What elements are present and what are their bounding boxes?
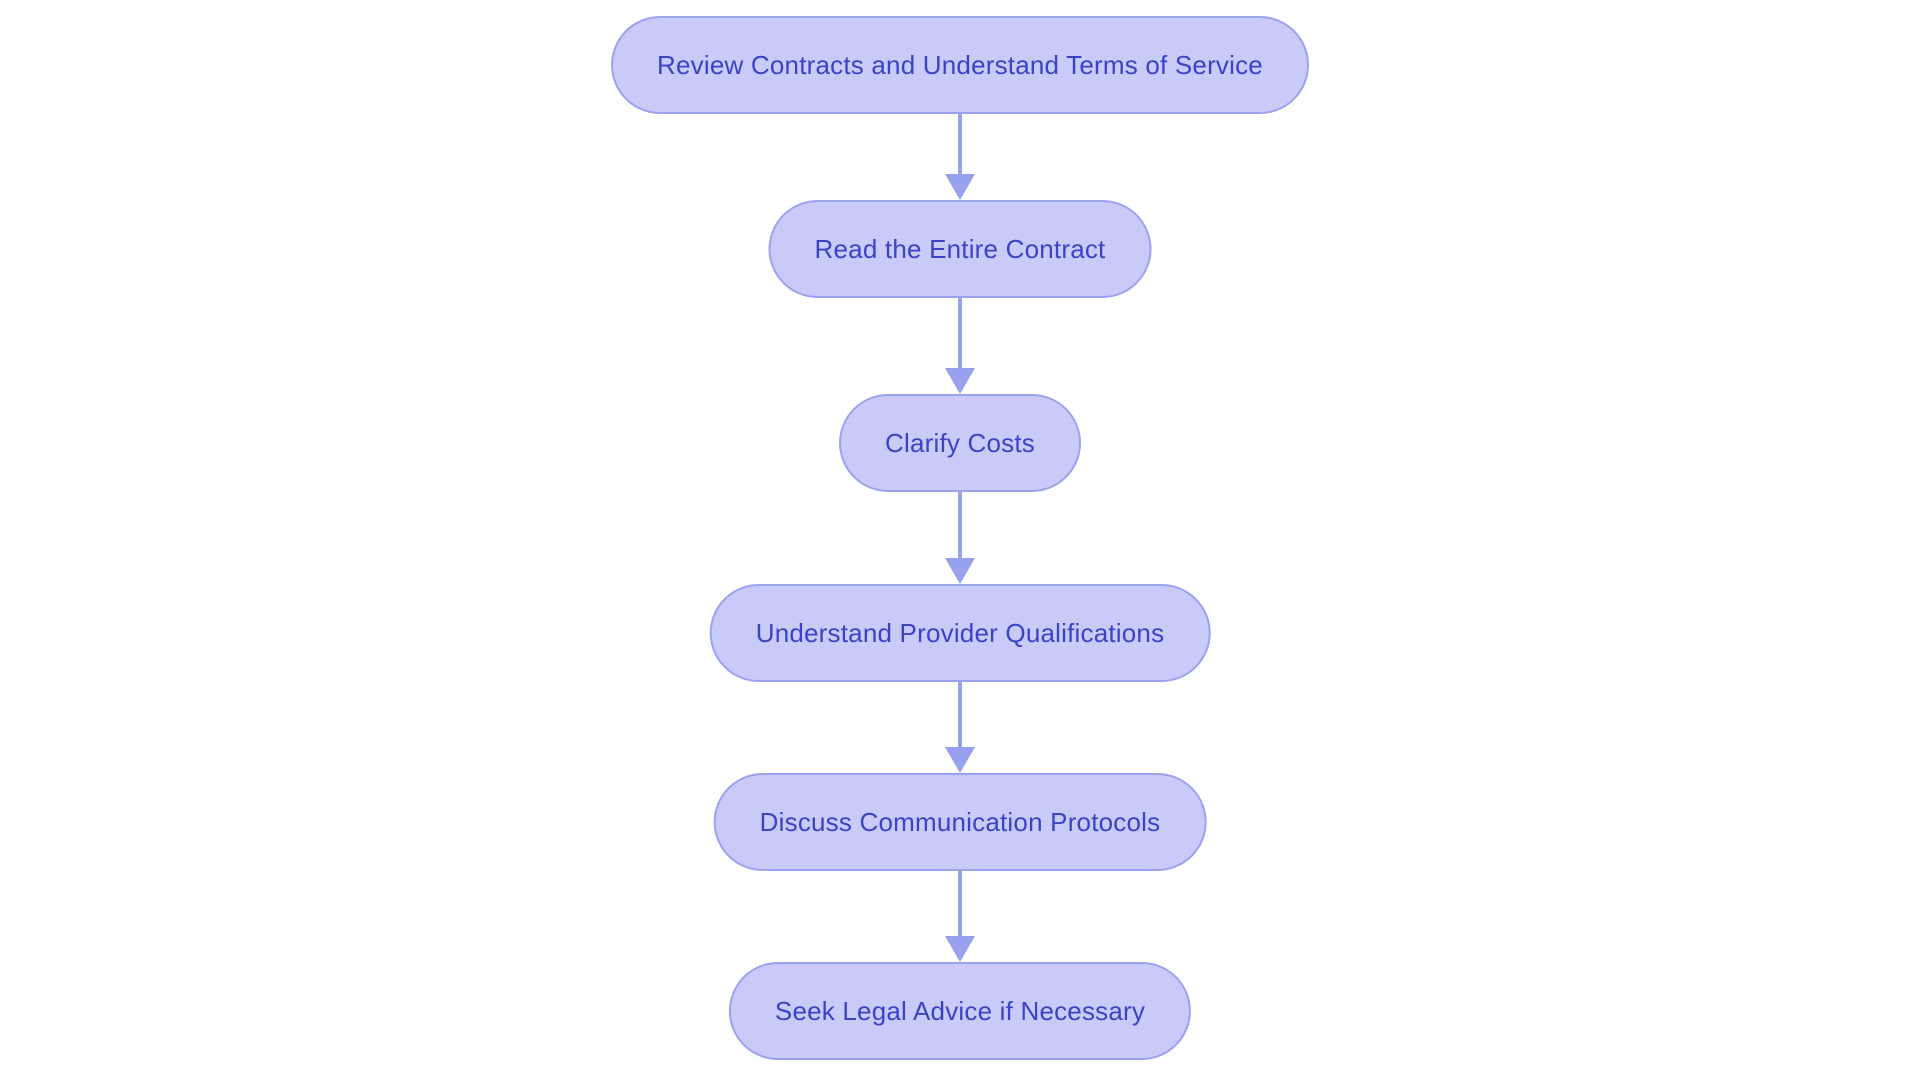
arrow-line [958,298,962,368]
arrow-head-icon [945,174,975,200]
flow-arrow-1 [945,114,975,200]
node-review-contracts: Review Contracts and Understand Terms of… [611,16,1309,114]
arrow-line [958,682,962,747]
flow-arrow-2 [945,298,975,394]
arrow-head-icon [945,936,975,962]
flow-arrow-4 [945,682,975,773]
arrow-head-icon [945,368,975,394]
flow-arrow-3 [945,492,975,584]
arrow-line [958,492,962,558]
node-read-entire-contract: Read the Entire Contract [768,200,1152,298]
arrow-line [958,114,962,174]
node-provider-qualifications: Understand Provider Qualifications [709,584,1211,682]
arrow-line [958,871,962,936]
node-legal-advice: Seek Legal Advice if Necessary [728,962,1192,1060]
arrow-head-icon [945,558,975,584]
arrow-head-icon [945,747,975,773]
node-clarify-costs: Clarify Costs [839,394,1081,492]
node-communication-protocols: Discuss Communication Protocols [713,773,1207,871]
flow-arrow-5 [945,871,975,962]
